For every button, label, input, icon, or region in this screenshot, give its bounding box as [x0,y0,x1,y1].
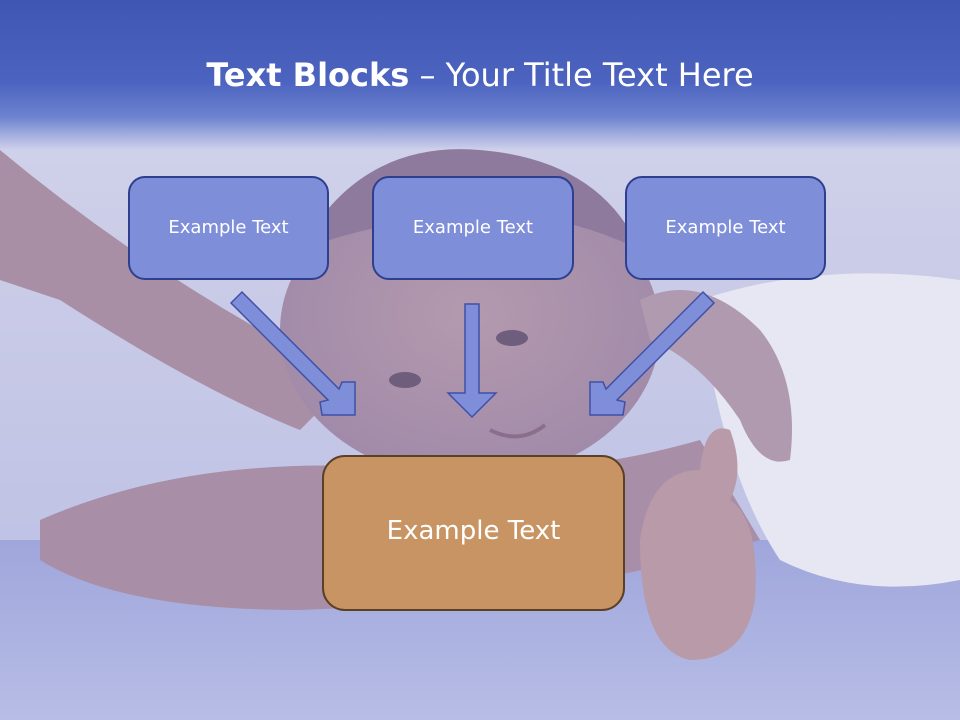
title-bold: Text Blocks [206,56,410,94]
source-block-3-label: Example Text [665,217,786,238]
source-block-2[interactable] [372,176,574,280]
arrow-left [229,290,356,416]
target-block[interactable] [322,455,625,611]
source-block-1-label: Example Text [168,217,289,238]
arrow-right [589,290,716,416]
header-band [0,0,960,150]
source-block-1[interactable] [128,176,329,280]
source-block-2-label: Example Text [412,217,534,238]
title-rest: Your Title Text Here [445,56,754,94]
page-title: Text Blocks – Your Title Text Here [0,52,960,98]
target-block-label: Example Text [386,516,561,546]
arrow-middle [446,303,498,419]
source-block-3[interactable] [625,176,826,280]
title-separator: – [409,56,446,94]
